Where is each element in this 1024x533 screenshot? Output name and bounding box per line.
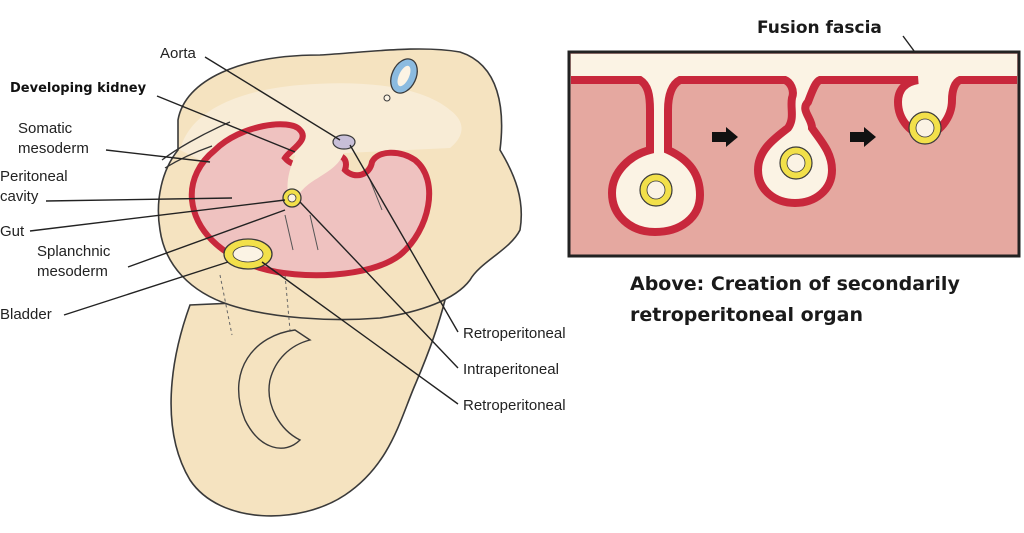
mesentery-line-3 [369,179,383,211]
leader-retroperitoneal-2 [261,261,459,405]
label-somatic-mesoderm-2: mesoderm [18,140,89,157]
embryo-tail-fold [238,329,312,449]
inset-panel [567,50,1021,258]
arrow-icon-2 [850,127,876,147]
label-aorta: Aorta [160,45,197,62]
dashed-line-left [219,274,233,336]
aorta-lumen [397,65,411,87]
label-peritoneal-cavity-1: Peritoneal [0,168,68,185]
mesentery-line-1 [284,214,294,251]
leader-bladder [63,261,229,316]
label-bladder: Bladder [0,306,52,323]
label-retroperitoneal-1: Retroperitoneal [463,325,566,342]
label-fusion-fascia: Fusion fascia [757,18,882,38]
label-intraperitoneal: Intraperitoneal [463,361,559,378]
embryo-cross-section [157,48,523,517]
labels-right: Retroperitoneal Intraperitoneal Retroper… [463,325,566,414]
dorsal-mesentery [287,142,345,205]
small-vessel [383,94,391,102]
label-splanchnic-mesoderm-1: Splanchnic [37,243,111,260]
mesentery-line-2 [309,214,319,251]
leader-splanchnic-mesoderm [127,209,286,268]
caption-line-2: retroperitoneal organ [630,304,863,326]
inset-membrane [571,76,1017,237]
leader-gut [29,199,286,232]
leader-retroperitoneal-1 [349,144,459,333]
caption: Above: Creation of secondarily retroperi… [630,273,960,326]
label-gut: Gut [0,223,25,240]
inset-organ-1-lumen [646,180,666,200]
inset-organ-2-lumen [786,153,806,173]
bladder-lumen [232,245,264,263]
gut-lumen [287,193,297,203]
caption-line-1: Above: Creation of secondarily [630,273,960,295]
labels-left: Aorta Developing kidney Somatic mesoderm… [0,45,197,323]
leader-intraperitoneal [299,201,459,369]
inset-peritoneal-layer [571,54,1017,232]
embryo-tail [170,299,447,517]
label-somatic-mesoderm-1: Somatic [18,120,73,137]
label-developing-kidney: Developing kidney [10,81,147,96]
leader-peritoneal-cavity [45,197,233,202]
inset-organ-3-lumen [915,118,935,138]
label-retroperitoneal-2: Retroperitoneal [463,397,566,414]
body-wall-fold-2 [164,145,213,169]
label-splanchnic-mesoderm-2: mesoderm [37,263,108,280]
leader-developing-kidney [156,95,296,153]
leader-somatic-mesoderm [105,149,211,163]
leader-aorta [204,56,341,141]
label-peritoneal-cavity-2: cavity [0,188,39,205]
arrow-icon-1 [712,127,738,147]
